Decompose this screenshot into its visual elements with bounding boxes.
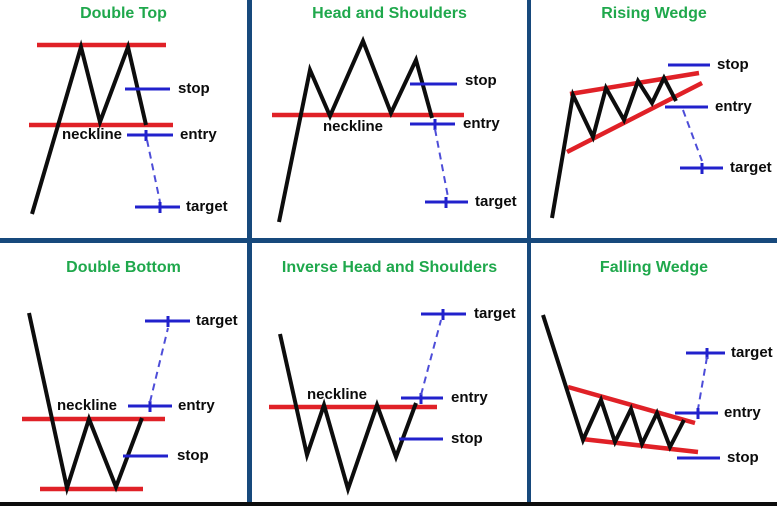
pattern-diagram: [269, 309, 466, 496]
projection-dashed-line: [420, 319, 442, 396]
entry-label: entry: [463, 115, 500, 132]
panel-inverse-head-and-shoulders: Inverse Head and Shoulders neckline targ…: [252, 243, 527, 502]
entry-label: entry: [451, 389, 488, 406]
pattern-diagram: [272, 35, 468, 223]
panel-double-top: Double Top neckline stop entry target: [0, 0, 247, 238]
horizontal-divider: [0, 238, 777, 243]
panel-double-bottom: Double Bottom neckline target entry stop: [0, 243, 247, 502]
panel-title: Double Top: [80, 5, 167, 22]
entry-label: entry: [715, 98, 752, 115]
stop-label: stop: [727, 449, 759, 466]
lower-trendline: [581, 436, 699, 455]
projection-dashed-line: [149, 327, 169, 403]
stop-label: stop: [465, 72, 497, 89]
target-label: target: [196, 312, 238, 329]
projection-dashed-line: [682, 109, 703, 162]
projection-dashed-line: [697, 356, 708, 410]
lower-trendline: [565, 80, 704, 155]
stop-label: stop: [178, 80, 210, 97]
panel-title: Inverse Head and Shoulders: [281, 259, 498, 276]
price-path: [541, 314, 686, 452]
target-label: target: [186, 198, 228, 215]
panel-rising-wedge: Rising Wedge stop entry target: [531, 0, 777, 238]
price-path: [277, 35, 434, 223]
panel-title: Rising Wedge: [601, 5, 707, 22]
entry-label: entry: [724, 404, 761, 421]
price-path: [550, 73, 678, 219]
entry-label: entry: [180, 126, 217, 143]
pattern-diagram: [22, 312, 190, 496]
target-label: target: [731, 344, 773, 361]
neckline-label: neckline: [323, 118, 384, 135]
upper-trendline: [569, 70, 700, 97]
price-path: [278, 333, 418, 496]
panel-title: Head and Shoulders: [312, 5, 467, 22]
projection-dashed-line: [434, 128, 449, 198]
vertical-divider-left: [247, 0, 252, 502]
target-label: target: [474, 305, 516, 322]
pattern-diagram: [541, 314, 725, 460]
entry-label: entry: [178, 397, 215, 414]
neckline-label: neckline: [62, 126, 123, 143]
projection-dashed-line: [146, 139, 161, 203]
stop-label: stop: [177, 447, 209, 464]
panel-falling-wedge: Falling Wedge target entry stop: [531, 243, 777, 502]
neckline-label: neckline: [307, 386, 368, 403]
stop-label: stop: [451, 430, 483, 447]
pattern-diagram: [550, 63, 723, 219]
stop-label: stop: [717, 56, 749, 73]
panel-title: Falling Wedge: [599, 259, 709, 276]
price-path: [27, 312, 144, 496]
vertical-divider-right: [527, 0, 531, 502]
panel-head-and-shoulders: Head and Shoulders neckline stop entry t…: [252, 0, 527, 238]
bottom-border-line: [0, 502, 777, 506]
pattern-diagram: [29, 39, 180, 215]
neckline-label: neckline: [57, 397, 118, 414]
panel-title: Double Bottom: [66, 259, 181, 276]
target-label: target: [475, 193, 517, 210]
price-path: [30, 39, 148, 215]
target-label: target: [730, 159, 772, 176]
